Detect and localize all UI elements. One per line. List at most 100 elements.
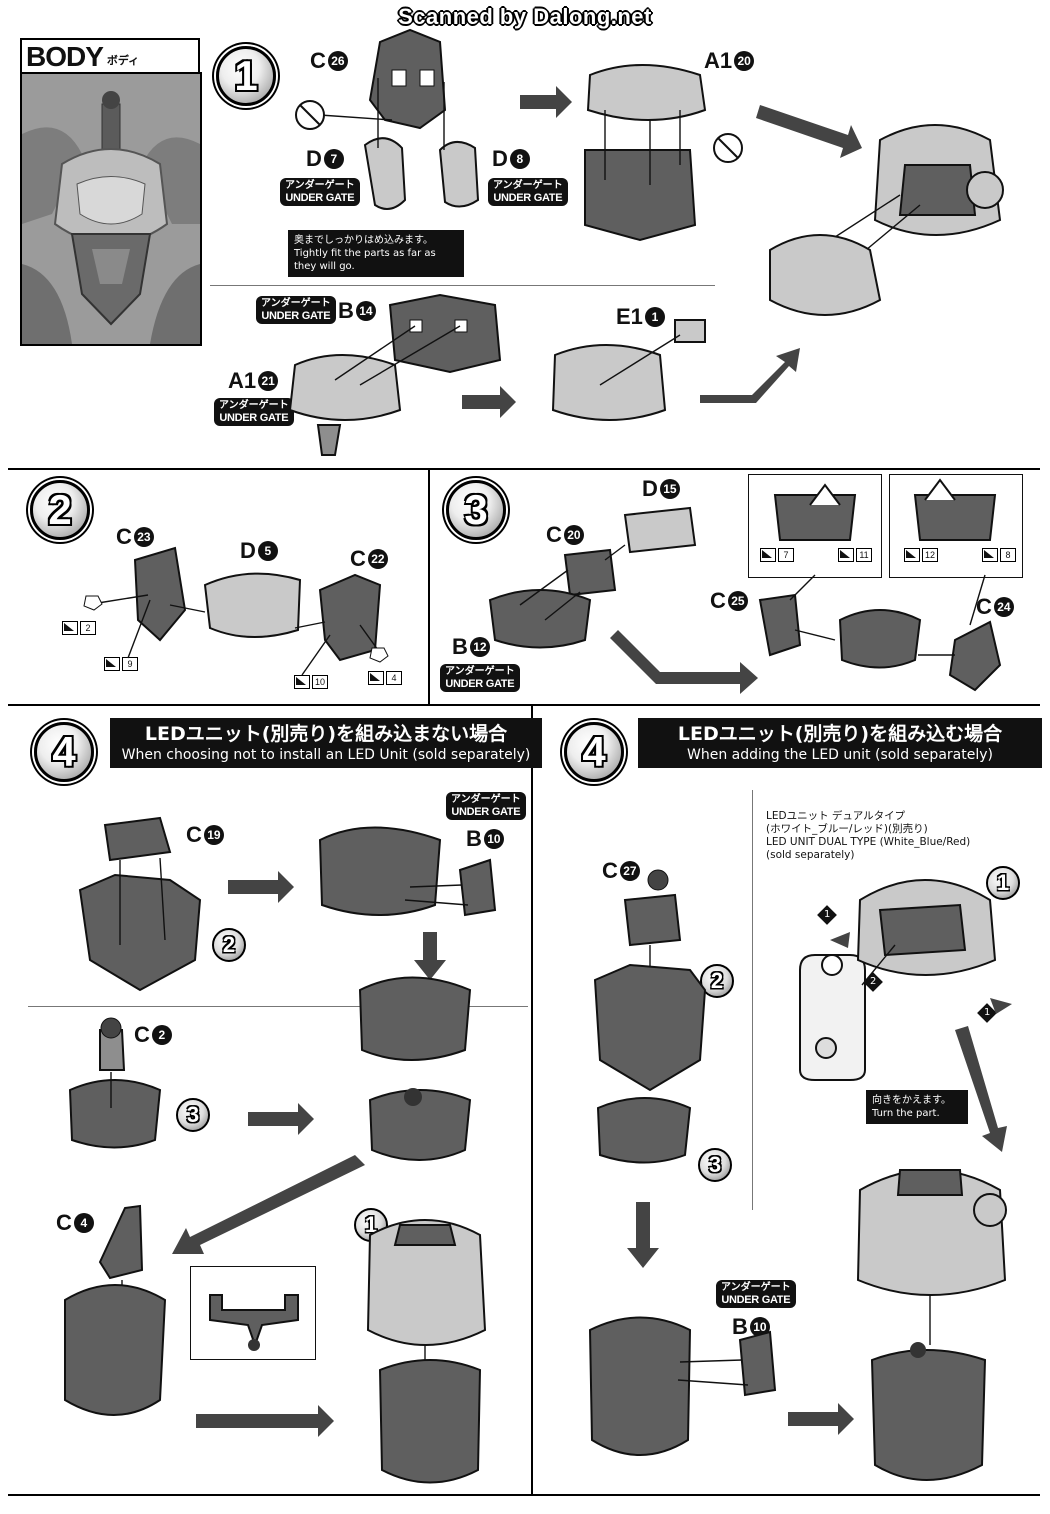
torso-assembled-shape-a (366, 1219, 487, 1346)
step-4a-title: LEDユニット(別売り)を組み込まない場合 When choosing not … (110, 718, 542, 768)
part-a1-21-letter: A1 (228, 368, 257, 393)
part-b14-shape (388, 293, 502, 374)
sticker-tag-value: 12 (922, 548, 938, 562)
part-e1-1-number: 1 (644, 307, 665, 327)
part-a1-20-shape (586, 64, 707, 121)
sticker-tag-11: 11 (838, 548, 872, 562)
under-gate-en: UNDER GATE (285, 192, 355, 204)
part-c19-letter: C (186, 822, 202, 847)
part-b10-number: 10 (483, 829, 504, 849)
part-c26-letter: C (310, 48, 326, 73)
part-c27-shape (623, 893, 682, 947)
sticker-tag-9: 9 (104, 657, 138, 671)
part-d15-number: 15 (659, 479, 680, 499)
lower-torso-shape-g (596, 1097, 692, 1164)
sticker-tag-8: 8 (982, 548, 1016, 562)
part-c19-number: 19 (203, 825, 224, 845)
part-c20-shape (563, 548, 617, 597)
step-4b-title: LEDユニット(別売り)を組み込む場合 When adding the LED … (638, 718, 1042, 768)
step-4b-badge: 4 (564, 722, 624, 782)
part-e1-1-letter: E1 (616, 304, 643, 329)
under-gate-jp: アンダーゲート (219, 400, 289, 411)
scan-watermark: Scanned by Dalong.net (398, 4, 652, 29)
frame-assembly-shape (584, 149, 697, 242)
substep-2-ref-a: 2 (212, 928, 246, 962)
divider-step1-step2 (8, 468, 1040, 470)
part-b10-letter: B (732, 1314, 748, 1339)
lower-torso-shape-d (68, 1079, 162, 1149)
part-a1-20-number: 20 (734, 51, 755, 71)
under-gate-jp: アンダーゲート (445, 666, 515, 677)
divider-step4-variants (531, 704, 533, 1494)
part-c19-shape (103, 816, 172, 862)
part-c4-shape (98, 1204, 144, 1280)
under-gate-jp: アンダーゲート (721, 1282, 791, 1293)
under-gate-en: UNDER GATE (451, 806, 521, 818)
divider-step4a-sub (28, 1006, 528, 1007)
sticker-tag-value: 10 (312, 675, 328, 689)
under-gate-en: UNDER GATE (445, 678, 515, 690)
lower-torso-shape-e (64, 1284, 167, 1416)
tight-fit-note: 奥までしっかりはめ込みます。 Tightly fit the parts as … (288, 230, 464, 277)
under-gate-en: UNDER GATE (493, 192, 563, 204)
part-b12-number: 12 (469, 637, 490, 657)
divider-step3-step4 (8, 704, 1040, 706)
part-c22-number: 22 (367, 549, 388, 569)
lower-torso-shape-a (78, 873, 202, 992)
part-d8-number: 8 (509, 149, 530, 169)
part-c20-letter: C (546, 522, 562, 547)
part-c4-letter: C (56, 1210, 72, 1235)
part-c27-number: 27 (619, 861, 640, 881)
no-cut-icon-left (295, 100, 325, 130)
turn-part-note: 向きをかえます。 Turn the part. (866, 1090, 968, 1124)
section-label-en: BODY (26, 41, 104, 72)
part-b10-number: 10 (749, 1317, 770, 1337)
step-4a-title-en: When choosing not to install an LED Unit… (121, 747, 531, 763)
part-a1-20-letter: A1 (704, 48, 733, 73)
part-d5-number: 5 (257, 541, 278, 561)
part-d8-shape (438, 141, 480, 208)
step-3-badge: 3 (446, 480, 506, 540)
step-4b-title-en: When adding the LED unit (sold separatel… (687, 747, 993, 763)
part-a1-21-shape (288, 354, 402, 421)
step-4a-badge: 4 (34, 722, 94, 782)
divider-step2-step3 (428, 468, 430, 704)
sticker-tag-value: 2 (80, 621, 96, 635)
part-a1-21-number: 21 (258, 371, 279, 391)
sticker-tag-value: 8 (1000, 548, 1016, 562)
under-gate-en: UNDER GATE (219, 412, 289, 424)
part-b10-letter: B (466, 826, 482, 851)
section-label-jp: ボディ (106, 54, 140, 67)
step-1-badge: 1 (216, 46, 276, 106)
sticker-tag-7: 7 (760, 548, 794, 562)
lower-torso-shape-b (358, 976, 472, 1061)
part-c24-number: 24 (993, 597, 1014, 617)
sticker-tag-10: 10 (294, 675, 328, 689)
step-4b-title-jp: LEDユニット(別売り)を組み込む場合 (677, 723, 1003, 745)
under-gate-jp: アンダーゲート (261, 298, 331, 309)
substep-1-ref-b: 1 (986, 866, 1020, 900)
under-gate-en: UNDER GATE (261, 310, 331, 322)
page-bottom-rule (8, 1494, 1040, 1496)
